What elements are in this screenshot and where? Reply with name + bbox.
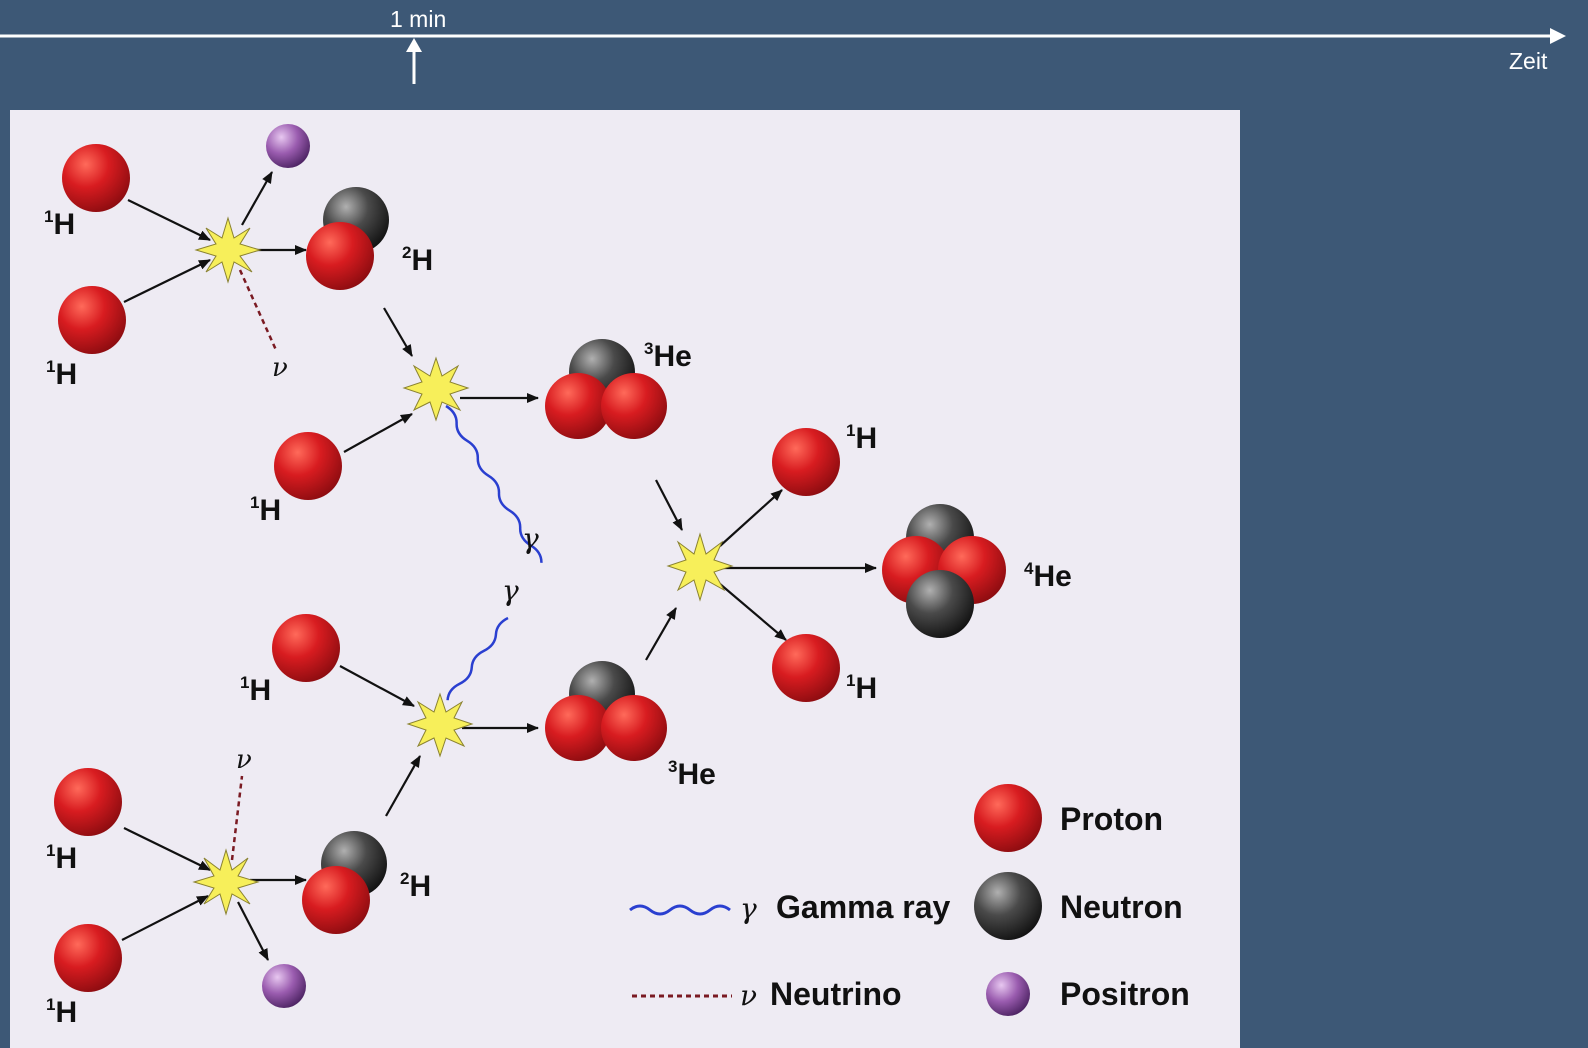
arrow — [237, 901, 269, 961]
proton — [54, 768, 122, 836]
positron — [266, 124, 310, 168]
he3-label: 3He — [644, 339, 692, 373]
neutrino-label: ν — [272, 353, 288, 383]
reaction-5: 1H 1H 2H ν — [46, 745, 431, 1029]
h1-label: 1H — [250, 493, 281, 527]
timeline-axis — [0, 28, 1566, 84]
legend-positron-swatch — [986, 972, 1030, 1016]
legend-gamma-label: Gamma ray — [776, 889, 951, 925]
legend-neutrino-label: Neutrino — [770, 976, 902, 1012]
legend-proton-swatch — [974, 784, 1042, 852]
arrow — [383, 307, 413, 357]
axis-arrowhead-icon — [1550, 28, 1566, 44]
marker-arrow-icon — [406, 38, 422, 52]
gamma-label: γ — [502, 574, 519, 607]
proton — [54, 924, 122, 992]
flash-icon — [666, 532, 734, 602]
arrow — [121, 895, 209, 941]
arrow — [339, 665, 415, 707]
proton — [772, 428, 840, 496]
legend-positron-label: Positron — [1060, 976, 1190, 1012]
proton — [274, 432, 342, 500]
proton — [62, 144, 130, 212]
reaction-4: 1H 3He γ — [240, 574, 716, 817]
proton — [306, 222, 374, 290]
h2-label: 2H — [400, 869, 431, 903]
arrow — [123, 259, 211, 303]
h2-label: 2H — [402, 243, 433, 277]
positron — [262, 964, 306, 1008]
legend: Proton Neutron Positron γ Gamma ray ν Ne… — [629, 784, 1190, 1016]
gamma-ray — [446, 616, 509, 701]
h1-label: 1H — [44, 207, 75, 241]
flash-icon — [192, 848, 260, 916]
proton — [601, 373, 667, 439]
proton-proton-chain-diagram: 1H 1H 2H ν 1H 3He γ — [10, 110, 1240, 1048]
arrow — [127, 199, 211, 241]
h1-label: 1H — [846, 671, 877, 705]
h1-label: 1H — [46, 357, 77, 391]
legend-neutron-label: Neutron — [1060, 889, 1183, 925]
proton — [545, 373, 611, 439]
neutrino-path — [238, 269, 278, 351]
arrow — [123, 827, 211, 871]
legend-neutrino-symbol: ν — [740, 979, 757, 1012]
arrow — [343, 413, 413, 453]
flash-icon — [194, 216, 262, 284]
arrow — [241, 171, 273, 226]
legend-neutron-swatch — [974, 872, 1042, 940]
arrow — [719, 583, 787, 641]
reaction-2: 1H 3He γ — [250, 307, 692, 563]
arrow — [645, 607, 677, 661]
reaction-3: 1H 1H 4He — [645, 421, 1072, 705]
legend-proton-label: Proton — [1060, 801, 1163, 837]
time-axis-label: Zeit — [1509, 48, 1548, 74]
flash-icon — [402, 356, 470, 422]
proton — [601, 695, 667, 761]
proton — [58, 286, 126, 354]
proton — [545, 695, 611, 761]
arrow — [719, 489, 783, 547]
legend-gamma-symbol: γ — [740, 892, 757, 925]
h1-label: 1H — [46, 995, 77, 1029]
neutron — [906, 570, 974, 638]
h1-label: 1H — [240, 673, 271, 707]
h1-label: 1H — [46, 841, 77, 875]
proton — [772, 634, 840, 702]
h1-label: 1H — [846, 421, 877, 455]
time-tick-label: 1 min — [390, 6, 447, 32]
proton — [272, 614, 340, 682]
reaction-1: 1H 1H 2H ν — [44, 124, 433, 391]
he4-label: 4He — [1024, 559, 1072, 593]
gamma-label: γ — [522, 522, 539, 555]
proton — [302, 866, 370, 934]
diagram-canvas: 1H 1H 2H ν 1H 3He γ — [44, 124, 1190, 1029]
timeline: 1 min Zeit — [0, 0, 1588, 110]
legend-gamma-swatch — [629, 904, 731, 916]
flash-icon — [406, 692, 474, 758]
he3-label: 3He — [668, 757, 716, 791]
arrow — [655, 479, 683, 531]
arrow — [385, 755, 421, 817]
gamma-ray — [445, 404, 543, 563]
neutrino-path — [230, 775, 244, 861]
neutrino-label: ν — [236, 745, 252, 775]
